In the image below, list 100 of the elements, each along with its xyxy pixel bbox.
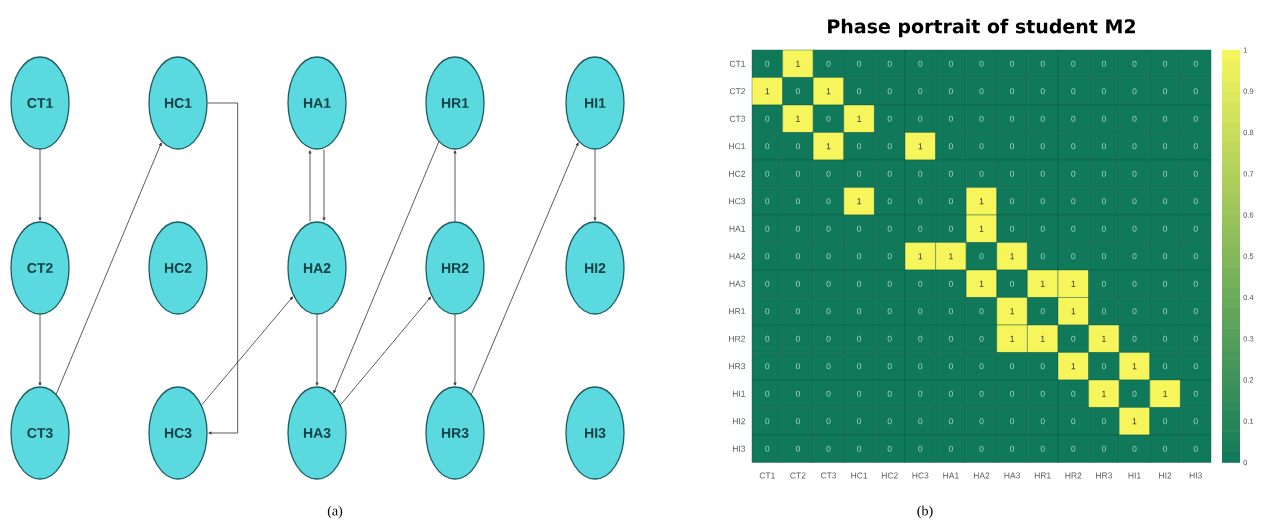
- heatmap-cell: 0: [813, 324, 844, 353]
- heatmap-cell: 0: [996, 187, 1028, 216]
- heatmap-cell: 0: [813, 242, 844, 271]
- heatmap-cell: 0: [813, 159, 844, 188]
- heatmap-cell: 0: [1088, 104, 1120, 133]
- heatmap-cell: 0: [813, 434, 844, 463]
- heatmap-cell: 0: [1088, 187, 1120, 216]
- column-label: HR1: [1034, 472, 1051, 479]
- heatmap-cell: 0: [1057, 187, 1089, 216]
- heatmap-cell: 0: [996, 434, 1028, 463]
- heatmap-cell: 0: [1027, 104, 1059, 133]
- heatmap-cell: 0: [1180, 242, 1212, 271]
- heatmap-cell: 1: [904, 242, 936, 271]
- heatmap-cell: 0: [1057, 49, 1089, 78]
- heatmap-cell: 0: [782, 132, 814, 161]
- heatmap-cell: 1: [1057, 297, 1089, 326]
- heatmap-cell: 0: [782, 379, 814, 408]
- heatmap-cell: 0: [1027, 132, 1059, 161]
- row-label: HR2: [729, 335, 746, 342]
- heatmap-cell: 0: [935, 352, 967, 381]
- arrow: [55, 142, 162, 395]
- heatmap-cell: 0: [1149, 104, 1181, 133]
- heatmap-cell: 1: [966, 214, 997, 243]
- heatmap-cell: 0: [1027, 242, 1059, 271]
- heatmap-cell: 0: [751, 434, 783, 463]
- row-label: CT1: [729, 60, 746, 67]
- heatmap-cell: 0: [904, 104, 936, 133]
- heatmap-cell: 0: [751, 297, 783, 326]
- column-label: HA1: [943, 472, 959, 479]
- heatmap-cell: 1: [782, 104, 814, 133]
- heatmap-cell: 0: [1180, 214, 1212, 243]
- heatmap-cell: 0: [935, 159, 967, 188]
- heatmap-cell: 0: [751, 187, 783, 216]
- heatmap-cell: 0: [751, 104, 783, 133]
- heatmap-cell: 0: [751, 132, 783, 161]
- heatmap-cell: 0: [1180, 379, 1212, 408]
- heatmap-cell: 0: [966, 352, 997, 381]
- arrow: [471, 142, 579, 395]
- heatmap-cell: 0: [782, 297, 814, 326]
- heatmap-cell: 0: [874, 214, 906, 243]
- row-label: CT3: [729, 115, 746, 122]
- heatmap-cell: 1: [966, 187, 997, 216]
- heatmap-cell: 1: [1027, 324, 1059, 353]
- heatmap-cell: 0: [751, 379, 783, 408]
- heatmap-cell: 0: [1088, 242, 1120, 271]
- heatmap-cell: 0: [904, 77, 936, 106]
- heatmap-cell: 0: [1149, 187, 1181, 216]
- heatmap-cell: 0: [1088, 352, 1120, 381]
- heatmap-cell: 1: [1027, 269, 1059, 298]
- heatmap-cell: 0: [843, 352, 875, 381]
- arrow: [593, 149, 597, 221]
- heatmap-cell: 0: [843, 379, 875, 408]
- heatmap-cell: 0: [874, 49, 906, 78]
- heatmap-cell: 0: [1149, 269, 1181, 298]
- heatmap-cell: 0: [966, 434, 997, 463]
- heatmap-cell: 0: [935, 187, 967, 216]
- heatmap-cell: 0: [904, 407, 936, 436]
- heatmap-cell: 0: [813, 352, 844, 381]
- heatmap-cell: 0: [966, 49, 997, 78]
- arrow: [322, 149, 326, 221]
- heatmap-cell: 0: [996, 407, 1028, 436]
- heatmap-cell: 0: [966, 104, 997, 133]
- heatmap-cell: 1: [996, 297, 1028, 326]
- heatmap-cell: 0: [1027, 434, 1059, 463]
- heatmap-cell: 0: [935, 49, 967, 78]
- heatmap-cell: 0: [782, 352, 814, 381]
- heatmap-cell: 0: [1119, 214, 1150, 243]
- heatmap-cell: 0: [1119, 379, 1150, 408]
- heatmap-cell: 0: [1057, 379, 1089, 408]
- heatmap-cell: 0: [904, 352, 936, 381]
- heatmap-cell: 0: [843, 214, 875, 243]
- heatmap-cell: 0: [996, 269, 1028, 298]
- arrow: [308, 150, 312, 222]
- heatmap-cell: 0: [1149, 132, 1181, 161]
- heatmap-cell: 0: [1119, 297, 1150, 326]
- heatmap-cell: 0: [1180, 297, 1212, 326]
- heatmap-cell: 0: [1088, 49, 1120, 78]
- heatmap-cell: 0: [1057, 159, 1089, 188]
- heatmap-cell: 0: [1119, 187, 1150, 216]
- heatmap-cell: 0: [1149, 297, 1181, 326]
- row-label: HC3: [729, 198, 746, 205]
- heatmap-cell: 0: [874, 324, 906, 353]
- column-label: HA3: [1004, 472, 1020, 479]
- heatmap-cell: 0: [904, 187, 936, 216]
- heatmap-cell: 0: [874, 104, 906, 133]
- heatmap-cell: 0: [782, 434, 814, 463]
- heatmap-cell: 0: [1119, 159, 1150, 188]
- heatmap-cell: 0: [813, 379, 844, 408]
- heatmap-cell: 0: [935, 77, 967, 106]
- column-label: CT1: [759, 472, 775, 479]
- chart-title: Phase portrait of student M2: [828, 18, 1135, 38]
- heatmap-cell: 0: [782, 269, 814, 298]
- heatmap-cell: 0: [1180, 269, 1212, 298]
- heatmap-cell: 0: [843, 297, 875, 326]
- heatmap-cell: 0: [996, 49, 1028, 78]
- heatmap-cell: 0: [813, 187, 844, 216]
- heatmap-cell: 0: [1088, 407, 1120, 436]
- heatmap-cell: 0: [843, 132, 875, 161]
- heatmap-cell: 0: [1057, 132, 1089, 161]
- heatmap-cell: 0: [935, 214, 967, 243]
